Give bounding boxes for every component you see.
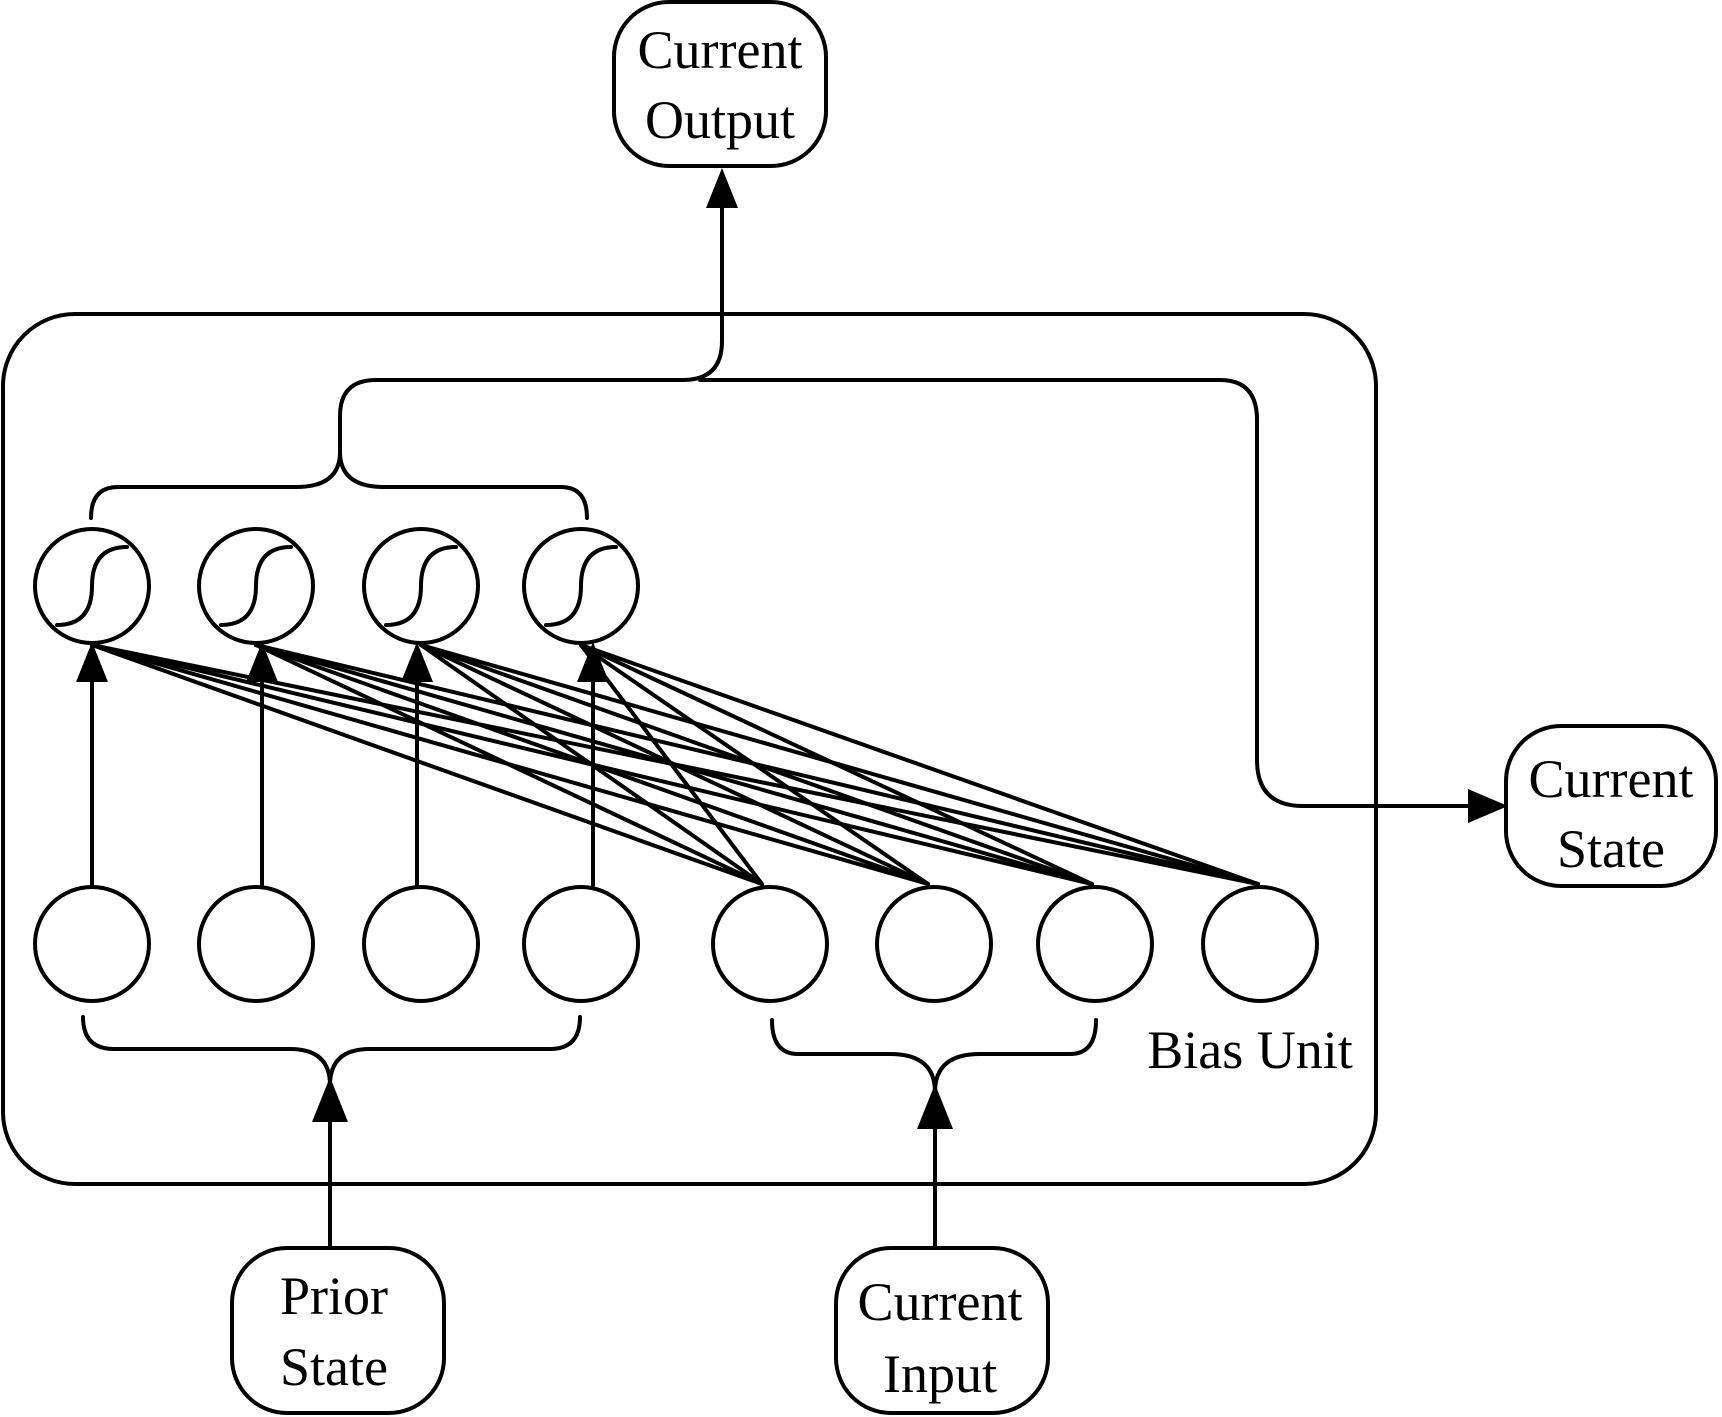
hidden-units-brace	[89, 450, 589, 520]
prior-state-label-2: State	[280, 1337, 388, 1397]
current-output-box: Current Output	[612, 0, 828, 168]
current-state-box: Current State	[1504, 724, 1718, 888]
current-output-label-2: Output	[645, 90, 795, 150]
hidden-layer	[33, 527, 640, 645]
current-output-label-1: Current	[638, 20, 803, 80]
prior-state-box: Prior State	[230, 1246, 446, 1415]
weight-line	[90, 643, 764, 886]
hidden-unit	[197, 527, 315, 645]
arrow-to-current-output	[706, 168, 738, 208]
prior-state-unit	[197, 885, 315, 1003]
arrow-to-current-state	[1468, 789, 1508, 823]
current-state-label-2: State	[1557, 819, 1665, 879]
sigmoid-icon	[219, 545, 293, 627]
hidden-unit	[522, 527, 640, 645]
sigmoid-icon	[55, 545, 129, 627]
bias-unit-label: Bias Unit	[1147, 1020, 1353, 1080]
arrow-into-prior-state	[312, 1077, 348, 1122]
current-input-label-2: Input	[883, 1344, 997, 1404]
arrow-into-current-input	[917, 1084, 953, 1129]
weight-line	[254, 643, 1260, 886]
prior-state-unit	[522, 885, 640, 1003]
weight-line	[419, 643, 1260, 886]
sigmoid-icon	[544, 545, 618, 627]
current-input-brace	[770, 1018, 1098, 1094]
current-input-box: Current Input	[834, 1246, 1050, 1415]
recurrent-arrows	[76, 642, 609, 887]
cell-boundary	[1, 312, 1378, 1186]
prior-state-unit	[362, 885, 480, 1003]
prior-state-label-1: Prior	[280, 1266, 388, 1326]
hidden-unit	[33, 527, 151, 645]
input-layer	[33, 885, 1319, 1003]
prior-state-unit	[33, 885, 151, 1003]
hidden-unit	[362, 527, 480, 645]
state-connector	[698, 378, 1475, 808]
weight-line	[90, 643, 1260, 886]
weight-line	[579, 643, 1260, 886]
output-connector	[338, 200, 724, 459]
current-input-label-1: Current	[858, 1272, 1023, 1332]
current-input-unit	[1036, 885, 1154, 1003]
current-input-unit	[711, 885, 829, 1003]
current-input-unit	[875, 885, 993, 1003]
sigmoid-icon	[384, 545, 458, 627]
weight-line	[90, 643, 930, 886]
weight-connections	[90, 643, 1260, 886]
prior-state-brace	[81, 1015, 582, 1087]
current-state-label-1: Current	[1529, 749, 1694, 809]
bias-unit	[1201, 885, 1319, 1003]
